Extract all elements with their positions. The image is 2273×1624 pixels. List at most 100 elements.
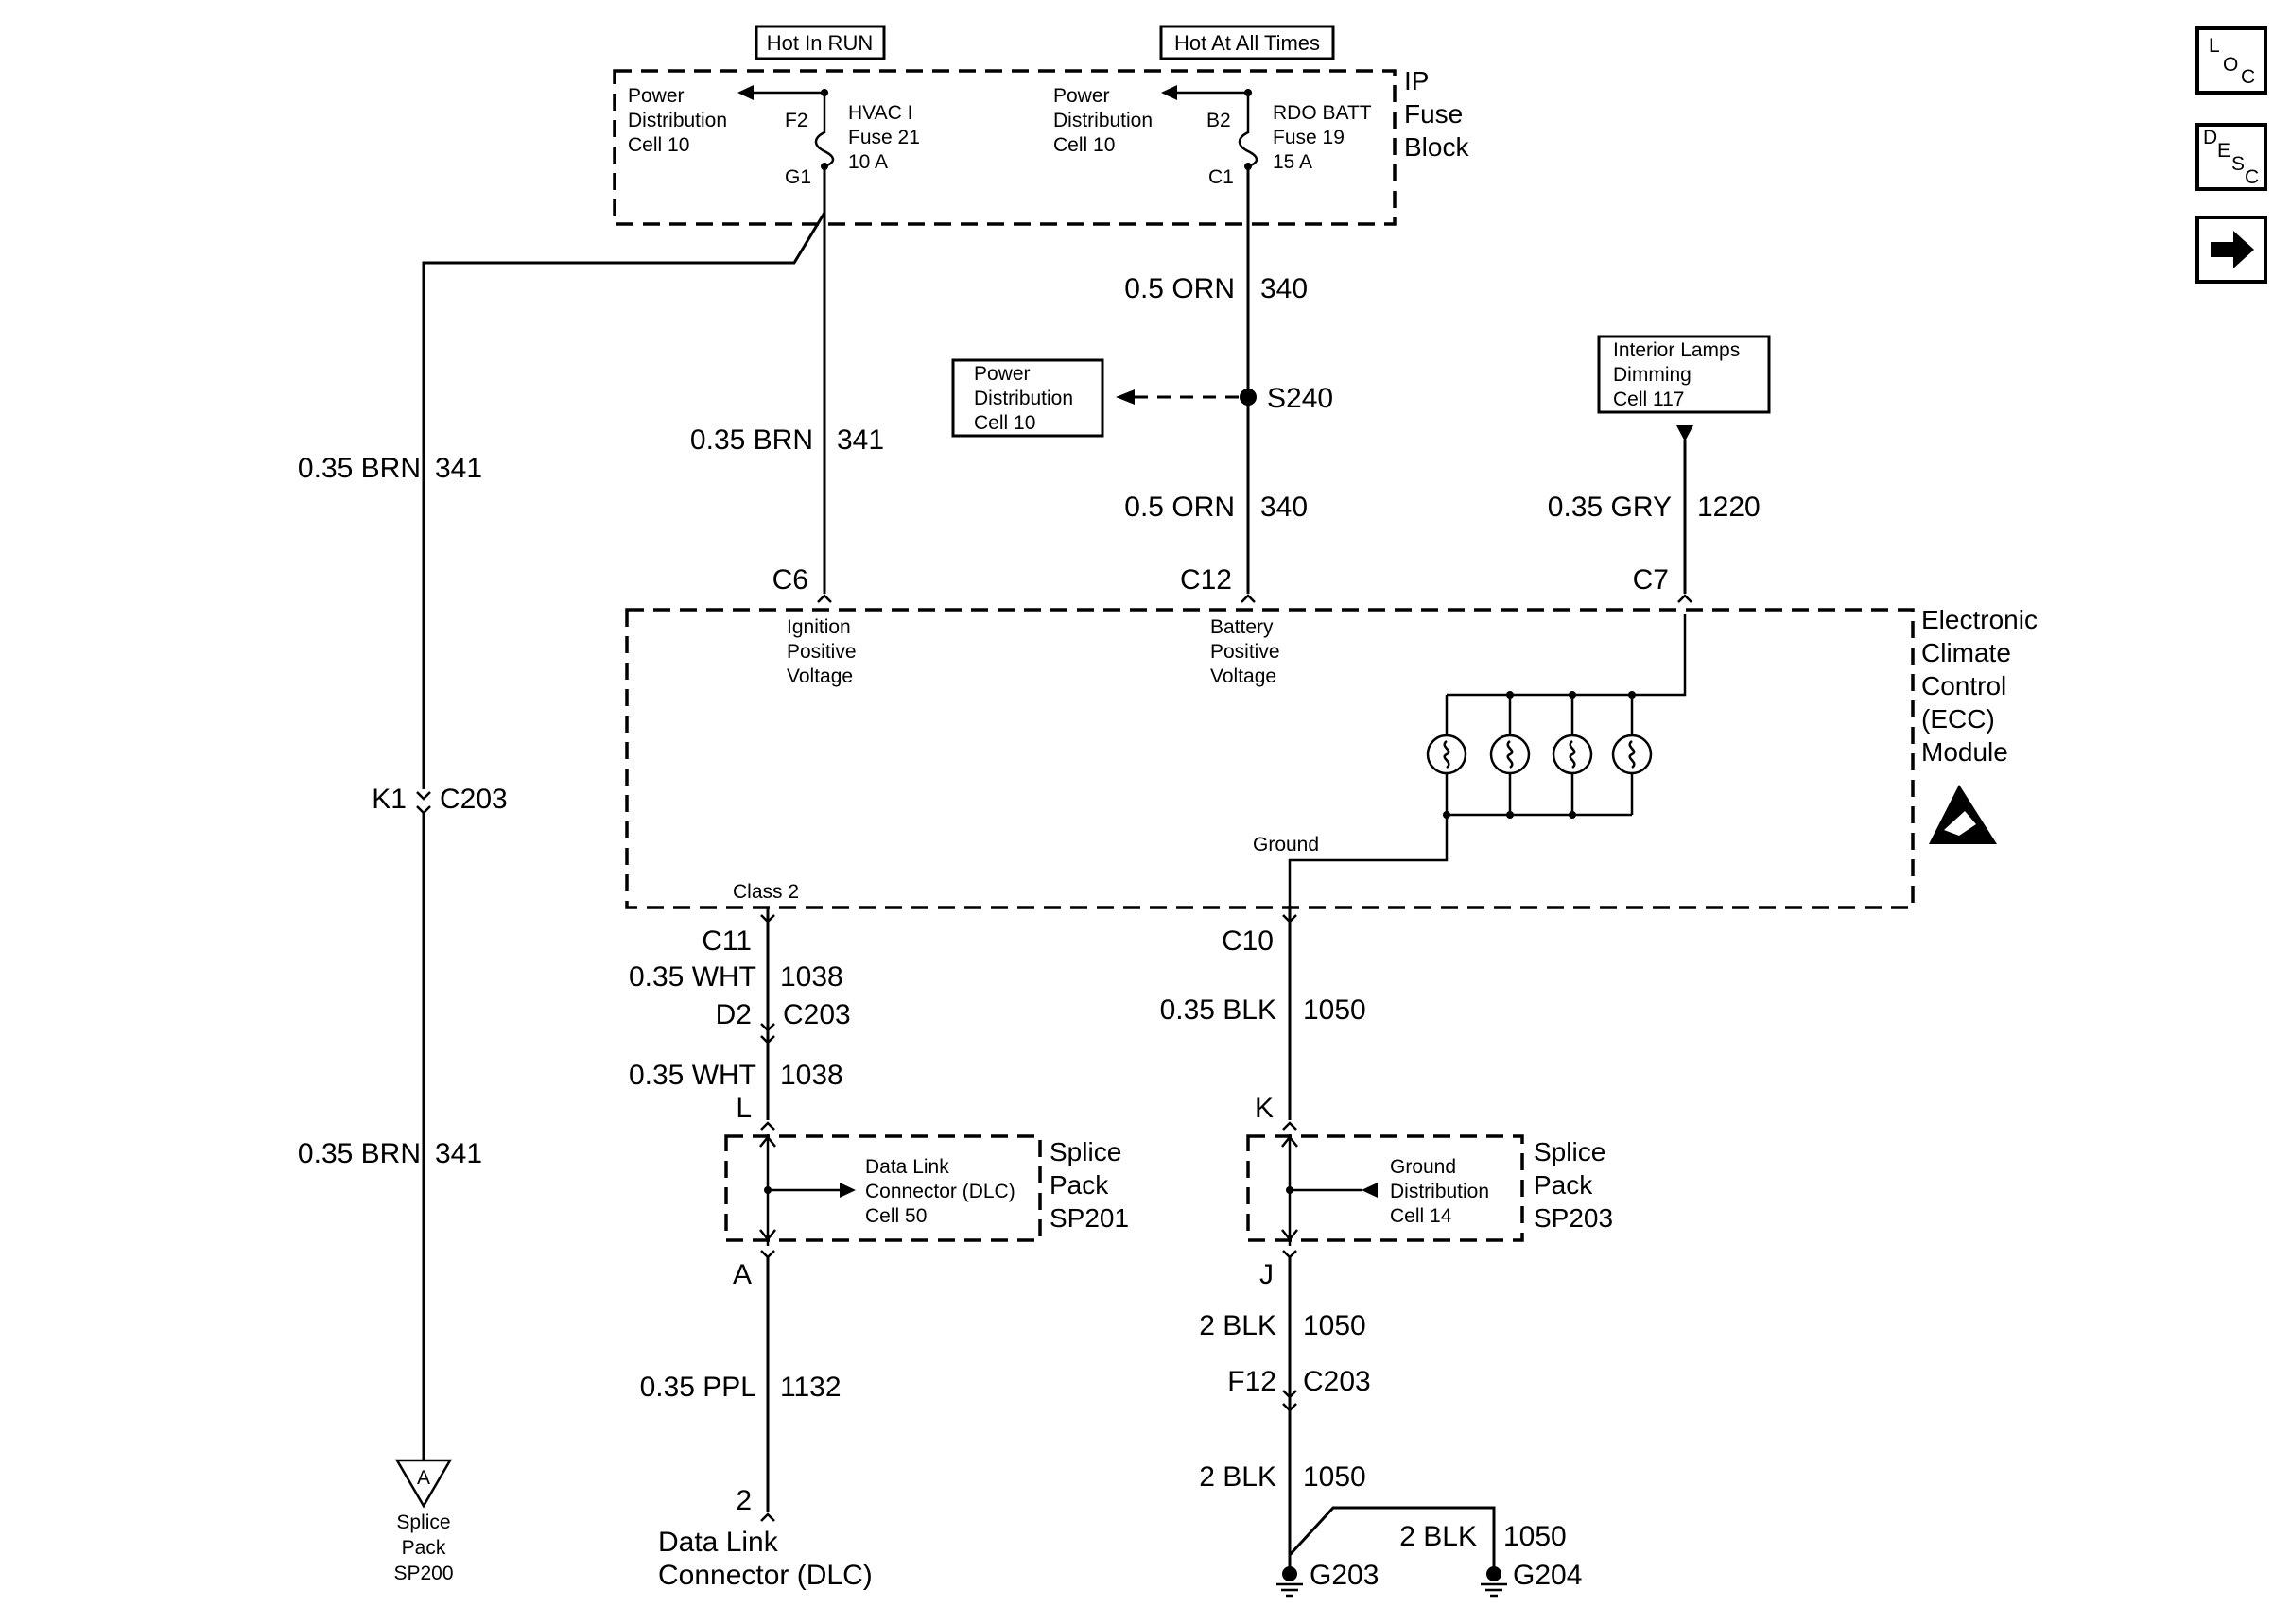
svg-text:Connector (DLC): Connector (DLC)	[658, 1560, 873, 1591]
svg-text:C1: C1	[1208, 166, 1234, 188]
arrow-left-icon	[1116, 389, 1135, 405]
svg-text:Cell 10: Cell 10	[628, 134, 689, 156]
svg-text:A: A	[417, 1467, 430, 1489]
svg-text:Module: Module	[1921, 737, 2008, 767]
svg-text:K1: K1	[372, 784, 407, 815]
svg-text:2 BLK: 2 BLK	[1199, 1461, 1276, 1493]
svg-text:Voltage: Voltage	[787, 665, 853, 687]
svg-text:Hot In RUN: Hot In RUN	[767, 31, 873, 55]
pd-left-label: Power	[628, 85, 685, 107]
svg-text:F12: F12	[1227, 1366, 1276, 1397]
svg-text:C6: C6	[772, 564, 808, 596]
svg-text:J: J	[1259, 1259, 1274, 1290]
svg-text:G1: G1	[785, 166, 811, 188]
svg-text:1050: 1050	[1503, 1521, 1567, 1552]
svg-text:Fuse 21: Fuse 21	[848, 127, 920, 148]
svg-text:Voltage: Voltage	[1210, 665, 1276, 687]
svg-text:Ground: Ground	[1253, 834, 1319, 855]
svg-text:Distribution: Distribution	[1053, 110, 1153, 131]
svg-text:Splice: Splice	[1050, 1137, 1121, 1166]
svg-text:2: 2	[736, 1485, 752, 1516]
svg-text:S: S	[2231, 153, 2245, 175]
svg-text:1050: 1050	[1303, 1461, 1366, 1493]
svg-text:Battery: Battery	[1210, 616, 1274, 638]
svg-text:Cell 14: Cell 14	[1390, 1205, 1452, 1227]
svg-text:G204: G204	[1513, 1560, 1582, 1591]
svg-text:Fuse 19: Fuse 19	[1273, 127, 1345, 148]
svg-text:C12: C12	[1180, 564, 1232, 596]
splice-s240	[1240, 389, 1257, 406]
svg-text:B2: B2	[1206, 110, 1231, 131]
svg-text:Splice: Splice	[1534, 1137, 1605, 1166]
svg-text:Power: Power	[974, 363, 1031, 385]
svg-text:Data Link: Data Link	[658, 1527, 779, 1558]
svg-text:2 BLK: 2 BLK	[1399, 1521, 1477, 1552]
arrow-left-icon	[1161, 85, 1177, 100]
hot-in-run-header: Hot In RUN	[755, 25, 886, 60]
interior-lamps-ref-box: Interior Lamps Dimming Cell 117	[1597, 335, 1771, 414]
svg-text:L: L	[2209, 35, 2220, 57]
splice-pack-sp201: Data Link Connector (DLC) Cell 50 Splice…	[724, 1134, 1129, 1246]
svg-text:G203: G203	[1310, 1560, 1379, 1591]
svg-text:C203: C203	[1303, 1366, 1371, 1397]
svg-text:Distribution: Distribution	[1390, 1181, 1489, 1202]
svg-text:Cell 50: Cell 50	[865, 1205, 927, 1227]
lamp-icon	[1611, 734, 1653, 775]
svg-text:Block: Block	[1404, 132, 1469, 162]
svg-text:D2: D2	[716, 999, 752, 1030]
location-button[interactable]: L O C	[2195, 26, 2267, 95]
hot-at-all-times-header: Hot At All Times	[1159, 25, 1335, 60]
ecc-module: Electronic Climate Control (ECC) Module …	[625, 605, 2038, 909]
splice-pack-sp200: A Splice Pack SP200	[393, 1459, 454, 1584]
svg-text:Interior Lamps: Interior Lamps	[1613, 339, 1740, 361]
pd-cell10-ref-box: Power Distribution Cell 10	[951, 358, 1104, 438]
svg-text:O: O	[2223, 54, 2238, 76]
svg-text:1050: 1050	[1303, 994, 1366, 1026]
svg-text:0.35 BRN: 0.35 BRN	[690, 424, 813, 456]
svg-text:Positive: Positive	[1210, 641, 1280, 663]
svg-text:SP200: SP200	[393, 1563, 453, 1584]
svg-text:(ECC): (ECC)	[1921, 704, 1995, 734]
svg-text:C7: C7	[1633, 564, 1669, 596]
svg-text:0.35 WHT: 0.35 WHT	[629, 1060, 756, 1091]
svg-text:340: 340	[1260, 273, 1308, 304]
svg-text:K: K	[1255, 1093, 1274, 1124]
svg-text:Positive: Positive	[787, 641, 857, 663]
svg-text:Hot At All Times: Hot At All Times	[1174, 31, 1320, 55]
svg-text:Ground: Ground	[1390, 1156, 1456, 1178]
lamp-icon	[1426, 734, 1467, 775]
lamp-icon	[1489, 734, 1531, 775]
svg-text:RDO BATT: RDO BATT	[1273, 102, 1372, 124]
svg-text:D: D	[2203, 127, 2217, 148]
svg-text:Cell 10: Cell 10	[974, 412, 1035, 434]
svg-text:341: 341	[435, 453, 482, 484]
svg-text:C203: C203	[783, 999, 851, 1030]
svg-text:HVAC I: HVAC I	[848, 102, 912, 124]
svg-text:0.35 BRN: 0.35 BRN	[298, 1138, 421, 1169]
svg-text:0.35 PPL: 0.35 PPL	[640, 1372, 756, 1403]
svg-text:C11: C11	[702, 925, 752, 957]
svg-text:1038: 1038	[780, 1060, 843, 1091]
svg-text:Pack: Pack	[1050, 1170, 1109, 1200]
svg-text:Climate: Climate	[1921, 638, 2011, 667]
next-arrow-button[interactable]	[2195, 216, 2267, 284]
svg-text:0.35 BLK: 0.35 BLK	[1160, 994, 1276, 1026]
svg-text:Pack: Pack	[402, 1537, 446, 1559]
svg-text:Electronic: Electronic	[1921, 605, 2038, 634]
svg-text:Distribution: Distribution	[974, 388, 1073, 409]
svg-text:Splice: Splice	[396, 1512, 450, 1533]
svg-text:Cell 117: Cell 117	[1613, 389, 1685, 410]
splice-pack-sp203: Ground Distribution Cell 14 Splice Pack …	[1246, 1134, 1613, 1246]
svg-text:0.35 BRN: 0.35 BRN	[298, 453, 421, 484]
svg-text:Dimming: Dimming	[1613, 364, 1692, 386]
svg-text:F2: F2	[785, 110, 808, 131]
ip-fuse-block: IP Fuse Block Power Distribution Cell 10…	[613, 66, 1469, 226]
svg-text:Distribution: Distribution	[628, 110, 727, 131]
description-button[interactable]: D E S C	[2195, 123, 2267, 191]
svg-text:2 BLK: 2 BLK	[1199, 1310, 1276, 1341]
svg-text:IP: IP	[1404, 66, 1429, 95]
svg-text:Data Link: Data Link	[865, 1156, 949, 1178]
svg-text:1038: 1038	[780, 961, 843, 993]
svg-text:0.5 ORN: 0.5 ORN	[1124, 273, 1235, 304]
